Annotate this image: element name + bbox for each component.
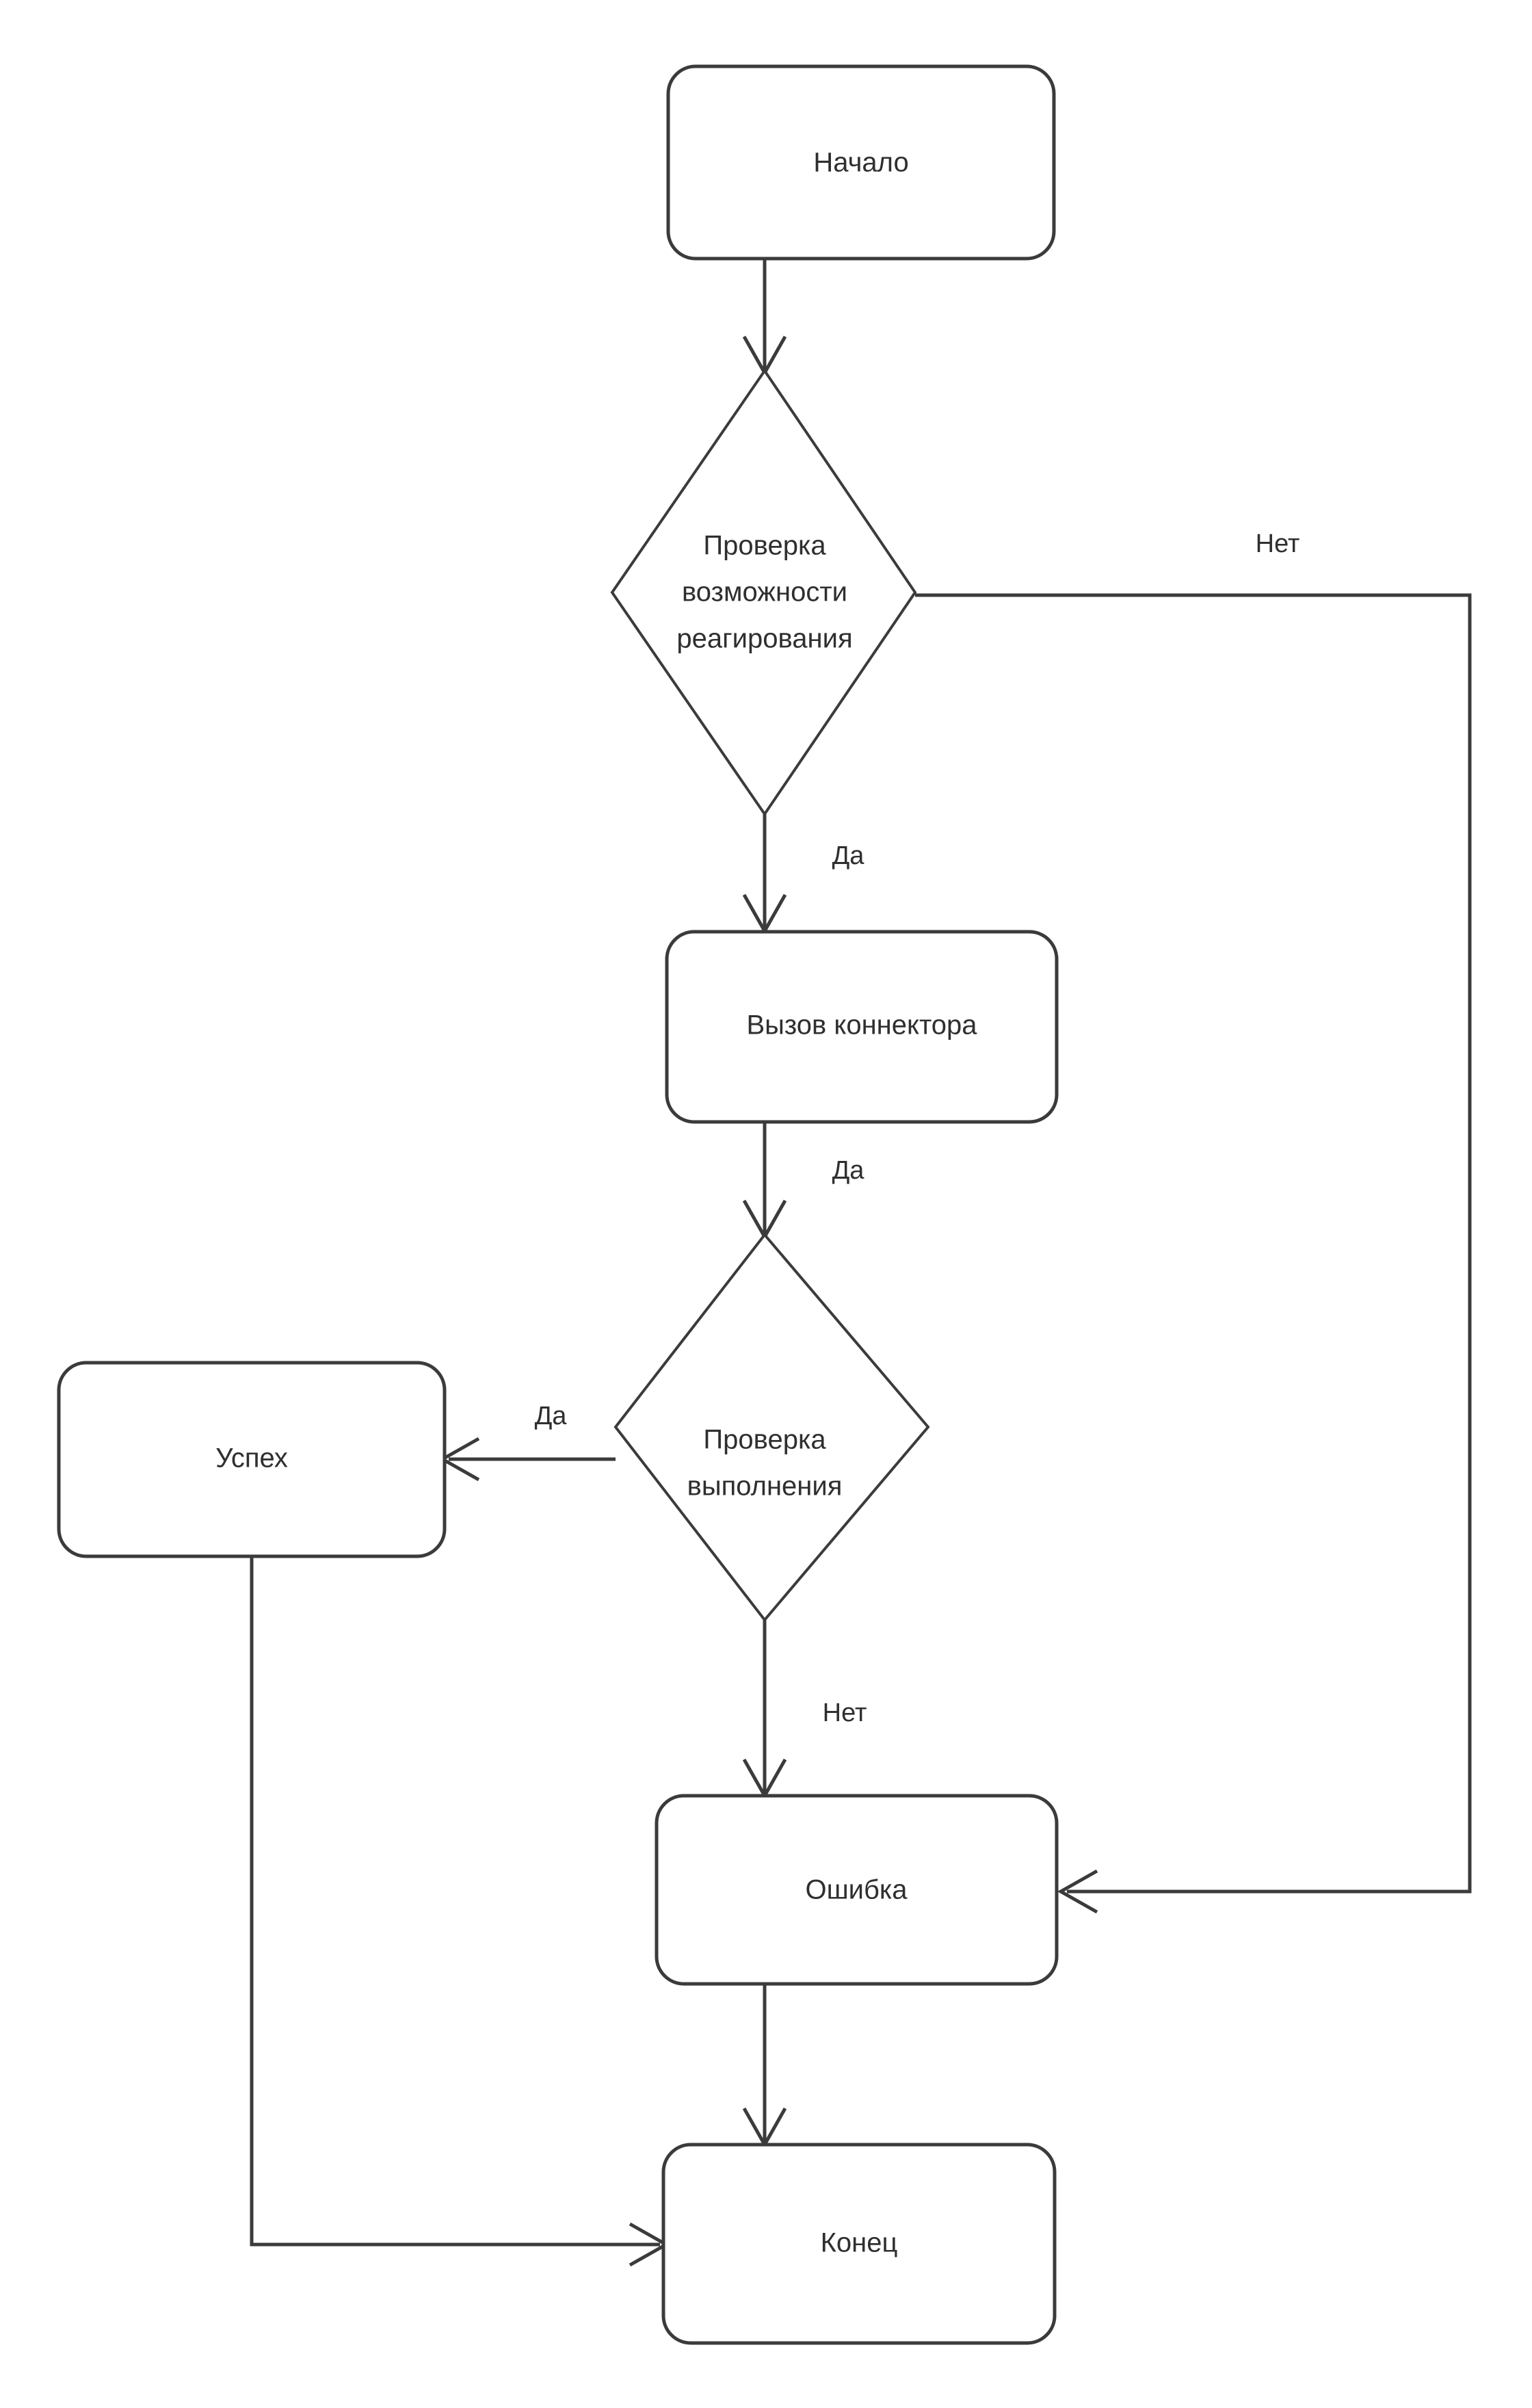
- edge-label-call-connector-yes: Да: [832, 1156, 865, 1185]
- node-success-label: Успех: [215, 1443, 288, 1474]
- node-check-ability-label-line2: возможности: [682, 577, 847, 607]
- edge-line: [915, 593, 1472, 1894]
- edge-label-check-ability-yes: Да: [832, 841, 865, 870]
- edge-check-ability-to-error: [915, 593, 1472, 1914]
- node-error-label: Ошибка: [805, 1875, 908, 1905]
- edge-label-check-exec-no: Нет: [823, 1699, 867, 1727]
- node-error-shape[interactable]: [655, 1794, 1059, 1986]
- edge-line: [250, 1556, 660, 2247]
- node-start-shape[interactable]: [666, 64, 1056, 261]
- node-check-ability-label-line3: реагирования: [676, 624, 852, 654]
- edge-check-ability-to-call-connector: [742, 814, 787, 935]
- node-end-shape[interactable]: [661, 2143, 1057, 2345]
- node-check-ability-label-line1: Проверка: [703, 531, 826, 561]
- node-start[interactable]: Начало: [666, 64, 1056, 261]
- edge-check-exec-to-success: [438, 1437, 616, 1482]
- edge-label-check-exec-yes: Да: [535, 1402, 568, 1430]
- node-call-connector-label: Вызов коннектора: [746, 1010, 977, 1041]
- edge-start-to-check-ability: [742, 259, 787, 377]
- node-end-label: Конец: [821, 2228, 898, 2258]
- node-end[interactable]: Конец: [661, 2143, 1057, 2345]
- edge-check-exec-to-error: [742, 1620, 787, 1800]
- edge-call-connector-to-check-exec: [742, 1122, 787, 1241]
- edge-label-check-ability-no: Нет: [1256, 529, 1300, 558]
- arrow-head-icon: [1057, 1869, 1098, 1914]
- node-check-ability-shape[interactable]: [610, 368, 917, 817]
- node-check-exec-shape[interactable]: [613, 1232, 930, 1623]
- edge-error-to-end: [742, 1984, 787, 2149]
- node-success-shape[interactable]: [57, 1361, 447, 1558]
- node-check-exec-label-line2: выполнения: [687, 1471, 843, 1502]
- node-call-connector[interactable]: Вызов коннектора: [665, 930, 1059, 1124]
- node-success[interactable]: Успех: [57, 1361, 447, 1558]
- node-check-exec[interactable]: Проверка выполнения: [613, 1232, 930, 1623]
- node-start-label: Начало: [813, 148, 908, 178]
- node-call-connector-shape[interactable]: [665, 930, 1059, 1124]
- edge-success-to-end: [250, 1556, 670, 2267]
- node-error[interactable]: Ошибка: [655, 1794, 1059, 1986]
- node-check-ability[interactable]: Проверка возможности реагирования: [610, 368, 917, 817]
- node-check-exec-label-line1: Проверка: [703, 1425, 826, 1455]
